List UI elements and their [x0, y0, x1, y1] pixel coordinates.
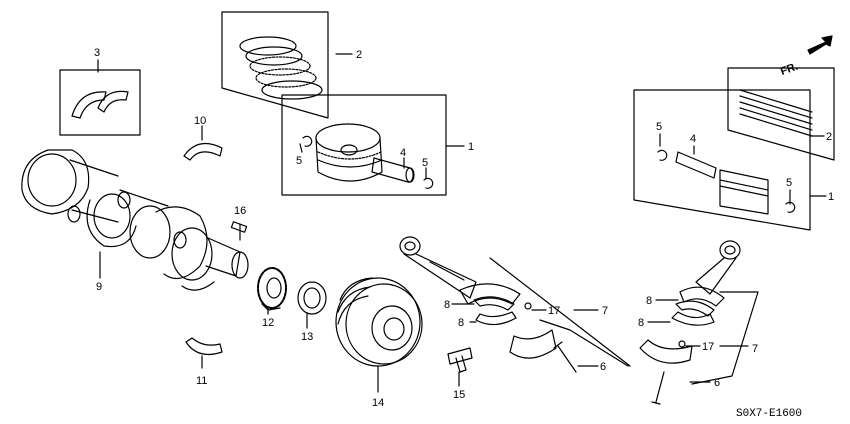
connecting-rod-center	[399, 236, 521, 305]
piston-clip-right-2	[785, 201, 796, 213]
main-bearing-upper	[183, 142, 223, 161]
callout-6-center: 6	[600, 361, 606, 373]
front-direction-label: FR.	[779, 61, 800, 78]
conrod-cap-center	[509, 329, 557, 359]
dowel-center	[524, 302, 532, 310]
piston-rings-left	[239, 36, 323, 100]
callout-9: 9	[96, 281, 102, 293]
piston-rings-right	[739, 89, 813, 137]
thrust-washer-2	[97, 90, 129, 113]
piston-assembly-box-right	[633, 89, 811, 231]
callout-14: 14	[372, 397, 384, 409]
piston-clip-right-1	[657, 149, 668, 161]
piston-clip-left-1	[302, 135, 313, 147]
thrust-washer-1	[71, 91, 107, 119]
diagram-code: S0X7-E1600	[736, 408, 802, 420]
cap-bolt-center	[553, 341, 577, 373]
piston-assembly-box-left	[281, 94, 447, 196]
callout-5-left-a: 5	[296, 155, 302, 167]
callout-8-center-a: 8	[444, 299, 450, 311]
cap-bolt-right	[651, 371, 665, 405]
callout-10: 10	[194, 115, 206, 127]
crankshaft	[21, 149, 249, 291]
conrod-bearing-right-1	[675, 300, 715, 317]
leader-lines	[97, 53, 827, 393]
dowel-right	[678, 340, 686, 348]
crank-seal	[297, 281, 327, 315]
bracket-right	[691, 291, 759, 385]
callout-15: 15	[453, 389, 465, 401]
conrod-bearing-center-1	[473, 296, 515, 311]
callout-5-left-b: 5	[422, 157, 428, 169]
callout-2-right: 2	[826, 131, 832, 143]
callout-4-left: 4	[400, 147, 406, 159]
pulley-bolt	[447, 347, 473, 373]
conrod-bearing-center-2	[475, 311, 517, 326]
piston-ring-set-box-right	[727, 67, 835, 161]
callout-2-left: 2	[356, 49, 362, 61]
callout-8-right-a: 8	[646, 295, 652, 307]
piston-right	[719, 169, 769, 215]
callout-1-right: 1	[828, 191, 834, 203]
piston-clip-left-2	[423, 177, 434, 189]
callout-16: 16	[234, 205, 246, 217]
callout-8-right-b: 8	[638, 317, 644, 329]
callout-4-right: 4	[690, 133, 696, 145]
callout-5-right-a: 5	[656, 121, 662, 133]
bracket-center	[489, 257, 631, 367]
callout-13: 13	[301, 331, 313, 343]
callout-3: 3	[94, 47, 100, 59]
piston-pin-left	[371, 157, 415, 183]
crank-pulley	[335, 277, 423, 367]
callout-12: 12	[262, 317, 274, 329]
callout-1-left: 1	[468, 141, 474, 153]
front-direction-arrow-icon	[807, 35, 833, 55]
callout-8-center-b: 8	[458, 317, 464, 329]
piston-ring-set-box-left	[221, 11, 329, 119]
callout-5-right-b: 5	[786, 177, 792, 189]
connecting-rod-right	[679, 240, 741, 307]
callout-7-center: 7	[602, 305, 608, 317]
main-bearing-lower	[185, 337, 223, 355]
callout-17-center: 17	[548, 305, 560, 317]
piston-pin-right	[675, 151, 717, 179]
callout-7-right: 7	[752, 343, 758, 355]
conrod-bearing-right-2	[671, 311, 715, 326]
piston-left	[315, 123, 383, 182]
callout-11: 11	[196, 375, 207, 387]
callout-6-right: 6	[714, 377, 720, 389]
callout-17-right: 17	[702, 341, 714, 353]
thrust-washer-box	[59, 69, 141, 136]
